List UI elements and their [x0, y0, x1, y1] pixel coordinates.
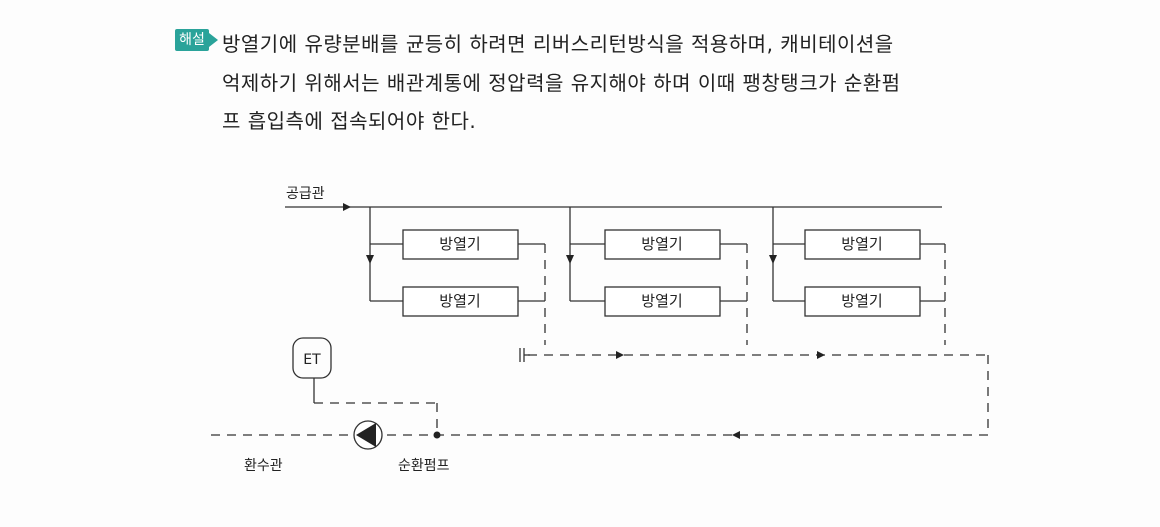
explanation-badge: 해설	[175, 29, 209, 51]
supply-label: 공급관	[286, 186, 325, 202]
radiator-box	[804, 229, 921, 260]
return-label: 환수관	[244, 458, 283, 474]
arrow-icon	[366, 255, 374, 264]
radiator-label: 방열기	[439, 292, 480, 310]
explanation-line-2: 억제하기 위해서는 배관계통에 정압력을 유지해야 하며 이때 팽창탱크가 순환…	[222, 71, 901, 95]
arrow-icon	[616, 351, 624, 359]
radiator-label: 방열기	[841, 292, 882, 310]
arrow-icon	[343, 203, 351, 211]
arrow-icon	[732, 431, 740, 439]
radiator-box	[804, 286, 921, 317]
pump-label: 순환펌프	[398, 458, 450, 474]
junction-dot	[433, 431, 441, 439]
tank-label: ET	[303, 352, 321, 368]
badge-arrow-icon	[209, 33, 218, 47]
explanation-line-1: 방열기에 유량분배를 균등히 하려면 리버스리턴방식을 적용하며, 캐비테이션을	[222, 32, 894, 56]
radiator-box	[604, 229, 721, 260]
radiator-box	[402, 229, 519, 260]
radiator-box	[402, 286, 519, 317]
arrow-icon	[769, 255, 777, 264]
radiator-box	[604, 286, 721, 317]
radiator-label: 방열기	[439, 235, 480, 253]
arrow-icon	[566, 255, 574, 264]
arrow-icon	[817, 351, 825, 359]
radiator-label: 방열기	[641, 292, 682, 310]
radiator-label: 방열기	[641, 235, 682, 253]
explanation-line-3: 프 흡입측에 접속되어야 한다.	[222, 109, 477, 133]
expansion-tank	[292, 337, 332, 379]
radiator-label: 방열기	[841, 235, 882, 253]
